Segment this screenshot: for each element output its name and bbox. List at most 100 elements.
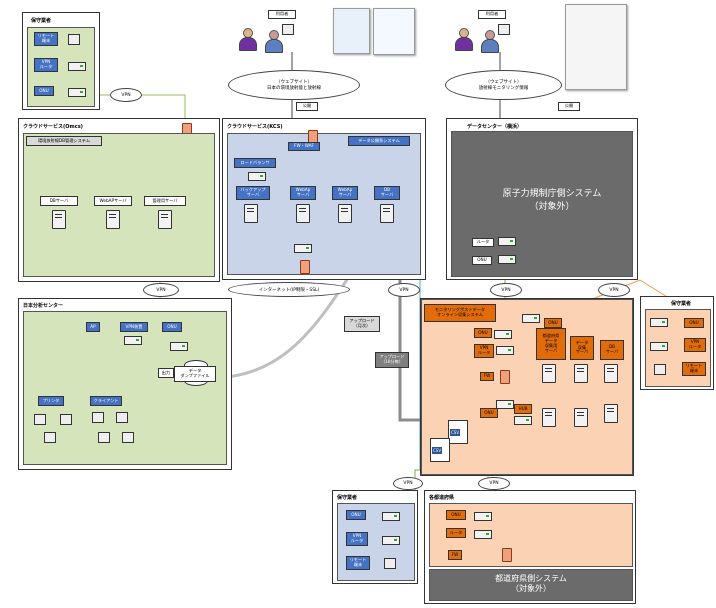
- vpn-cloud-1: VPN: [110, 88, 142, 102]
- csv-file-icon: CSV: [448, 420, 468, 444]
- maintainer-top-left: 保守業者 リモート 端末 VPN ルータ ONU: [22, 12, 100, 110]
- datacenter-title: データセンター（横浜）: [467, 124, 523, 130]
- prefecture-title: 各都道府県: [429, 495, 455, 501]
- router-label: ルータ: [446, 528, 466, 538]
- onu-label: ONU: [684, 318, 704, 328]
- data-collection-server-label: データ 収集 サーバ: [570, 336, 594, 360]
- upload-10min-label: アップロード （10分毎）: [375, 352, 409, 368]
- pref-data-server-label: 都道府県 データ 収集用 サーバ: [536, 328, 566, 360]
- koukai-right: 公開: [558, 102, 580, 111]
- webap-server-1-label: WebAp サーバ: [290, 186, 316, 200]
- vpn-cloud-3: VPN: [388, 283, 420, 297]
- kcs-system-title: データ公開系システム: [348, 136, 410, 146]
- monitoring-title: モニタリングポストデータ オンライン収集システム: [424, 304, 496, 322]
- fw-waf-label: FW・WAF: [288, 142, 320, 151]
- onu-label: ONU: [446, 510, 466, 520]
- onu-label-top: ONU: [544, 318, 562, 328]
- webap-server-label: WebAPサーバ: [94, 196, 132, 206]
- onu-label: ONU: [472, 256, 492, 265]
- user-group-right: [450, 14, 510, 54]
- omcs-title: クラウドサービス(Omcs): [23, 124, 83, 130]
- ap-label: AP: [86, 322, 100, 332]
- vpn-router-label: VPN ルータ: [34, 58, 58, 72]
- user-group-left: [234, 14, 294, 54]
- server-icon: [52, 210, 66, 229]
- printer-icon: [34, 414, 46, 425]
- maintainer-bottom: 保守業者 ONU VPN ルータ リモート 端末: [332, 490, 418, 584]
- output-label: 出力: [158, 368, 174, 378]
- csv-file-icon: CSV: [430, 438, 450, 462]
- cloud-kcs: クラウドサービス(KCS) FW・WAF データ公開系システム ロードバランサ …: [222, 118, 426, 280]
- firewall-icon: [502, 548, 512, 562]
- upload-monthly-label: アップロード （月次）: [344, 316, 380, 332]
- user-icon: [264, 30, 283, 53]
- onu-icon: [494, 330, 512, 339]
- onu-icon: [496, 400, 514, 409]
- firewall-icon: [300, 260, 310, 274]
- onu-icon: [522, 314, 540, 323]
- omcs-system-title: 環境放射線DB管理システム: [26, 136, 102, 146]
- dump-file-label: データ ダンプファイル: [174, 366, 216, 382]
- client-label: クライアント: [90, 396, 122, 406]
- pc-icon: [384, 558, 396, 569]
- server-icon: [542, 408, 556, 427]
- server-icon: [296, 204, 310, 223]
- vpn-cloud-6: VPN: [393, 477, 423, 490]
- onu-icon: [650, 318, 668, 327]
- backup-server-label: バックアップ サーバ: [236, 186, 270, 200]
- server-icon: [542, 364, 556, 383]
- load-balancer-label: ロードバランサ: [234, 158, 276, 168]
- server-icon: [604, 404, 618, 423]
- server-icon: [604, 364, 618, 383]
- printer-label: プリンタ: [38, 396, 64, 406]
- website-cloud-left: （ウェブサイト） 日本の環境放射能と放射線: [228, 70, 360, 100]
- server-icon: [338, 204, 352, 223]
- remote-terminal-label: リモート 端末: [346, 556, 370, 570]
- internet-cloud: インターネット(IP制限・SSL): [228, 282, 350, 297]
- user-icon: [480, 30, 499, 53]
- onu-icon: [68, 88, 86, 97]
- pc-icon: [654, 364, 666, 375]
- website-thumbnail-1: [333, 8, 370, 54]
- onu-icon: [474, 512, 492, 521]
- pc-icon: [92, 412, 104, 423]
- switch-icon: [294, 244, 312, 253]
- cloud-omcs: クラウドサービス(Omcs) 環境放射線DB管理システム DBサーバ WebAP…: [18, 118, 220, 282]
- db-server-label: DB サーバ: [600, 340, 624, 360]
- pc-icon: [68, 34, 80, 45]
- public-tag-left: 利用者: [268, 10, 296, 19]
- user-icon: [454, 28, 473, 51]
- server-icon: [380, 204, 394, 223]
- maintainer-right: 保守業者 ONU VPN ルータ リモート 端末: [640, 296, 714, 390]
- router-icon: [496, 346, 514, 355]
- vpn-device-label: VPN装置: [120, 322, 148, 332]
- server-icon: [244, 204, 258, 223]
- firewall-icon: [500, 370, 510, 384]
- onu-icon: [382, 512, 400, 521]
- webap-server-2-label: WebAp サーバ: [332, 186, 358, 200]
- monitor-icon: [498, 24, 510, 35]
- fw-label: FW: [448, 550, 462, 560]
- csv-label: CSV: [450, 429, 461, 436]
- router-icon: [498, 237, 516, 246]
- router-icon: [382, 536, 400, 545]
- vpn-cloud-7: VPN: [478, 477, 510, 490]
- printer-icon: [44, 432, 56, 443]
- prefecture-area: 各都道府県 ONU ルータ FW 都道府県側システム （対象外）: [424, 490, 636, 604]
- router-label: ルータ: [472, 238, 494, 247]
- printer-icon: [60, 414, 72, 425]
- server-icon: [574, 408, 588, 427]
- monitoring-system: モニタリングポストデータ オンライン収集システム ONU ONU VPN ルータ…: [420, 298, 634, 476]
- vpn-cloud-2: VPN: [143, 283, 179, 297]
- pc-icon: [98, 432, 110, 443]
- vpn-device-icon: [124, 336, 142, 345]
- regulator-system-text: 原子力規制庁側システム （対象外）: [502, 189, 602, 212]
- router-icon: [474, 530, 492, 539]
- onu-label: ONU: [162, 322, 182, 332]
- pc-icon: [122, 432, 134, 443]
- vpn-router-label: VPN ルータ: [474, 344, 494, 358]
- csv-label: CSV: [432, 447, 443, 454]
- admin-server-label: 管理用サーバ: [144, 196, 186, 206]
- center-title: 日本分析センター: [23, 303, 64, 309]
- prefecture-system-text: 都道府県側システム （対象外）: [495, 574, 567, 594]
